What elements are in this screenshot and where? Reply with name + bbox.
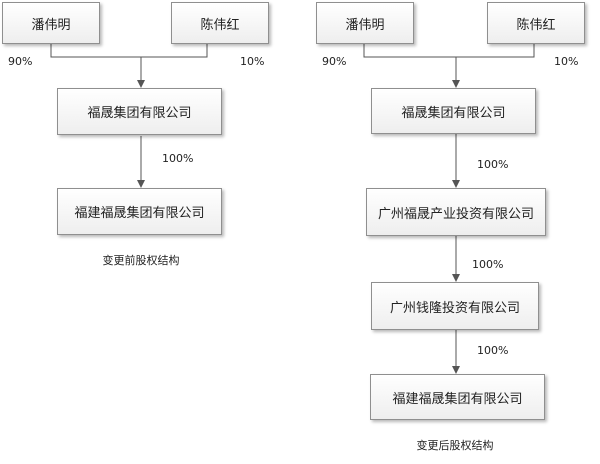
before-shareholder-a-name: 潘伟明 xyxy=(31,17,71,33)
after-caption: 变更后股权结构 xyxy=(416,439,494,452)
after-mid-company-2-name: 广州钱隆投资有限公司 xyxy=(389,300,520,316)
after-subsidiary-box: 福建福晟集团有限公司 xyxy=(370,374,545,420)
before-shareholder-a-box: 潘伟明 xyxy=(2,2,100,44)
after-mid-company-1-name: 广州福晟产业投资有限公司 xyxy=(377,206,534,222)
before-shareholder-a-connector xyxy=(50,44,141,58)
before-parent-company-box: 福晟集团有限公司 xyxy=(57,88,222,135)
after-shareholder-b-connector xyxy=(456,44,535,58)
after-pct-1: 100% xyxy=(477,158,509,171)
after-parent-company-box: 福晟集团有限公司 xyxy=(371,88,536,134)
before-caption: 变更前股权结构 xyxy=(102,254,180,267)
after-pct-a: 90% xyxy=(322,55,347,68)
after-parent-company-name: 福晟集团有限公司 xyxy=(401,105,506,121)
before-pct-a: 90% xyxy=(8,55,33,68)
before-subsidiary-box: 福建福晟集团有限公司 xyxy=(57,188,222,235)
after-pct-3: 100% xyxy=(477,344,509,357)
before-shareholder-b-box: 陈伟红 xyxy=(171,2,269,44)
before-pct-parent-to-child: 100% xyxy=(162,152,194,165)
after-shareholder-b-name: 陈伟红 xyxy=(516,17,556,33)
after-mid-company-1-box: 广州福晟产业投资有限公司 xyxy=(366,188,546,236)
after-shareholder-a-name: 潘伟明 xyxy=(345,17,385,33)
before-shareholder-b-name: 陈伟红 xyxy=(200,17,240,33)
after-mid-company-2-box: 广州钱隆投资有限公司 xyxy=(371,282,539,330)
after-shareholder-a-connector xyxy=(363,44,456,58)
after-pct-2: 100% xyxy=(472,258,504,271)
after-pct-b: 10% xyxy=(554,55,579,68)
before-subsidiary-name: 福建福晟集团有限公司 xyxy=(74,206,205,221)
after-subsidiary-name: 福建福晟集团有限公司 xyxy=(392,391,523,407)
after-shareholder-a-box: 潘伟明 xyxy=(316,2,414,44)
before-parent-company-name: 福晟集团有限公司 xyxy=(87,106,192,121)
before-pct-b: 10% xyxy=(240,55,265,68)
before-shareholder-b-connector xyxy=(141,44,208,58)
after-shareholder-b-box: 陈伟红 xyxy=(487,2,585,44)
